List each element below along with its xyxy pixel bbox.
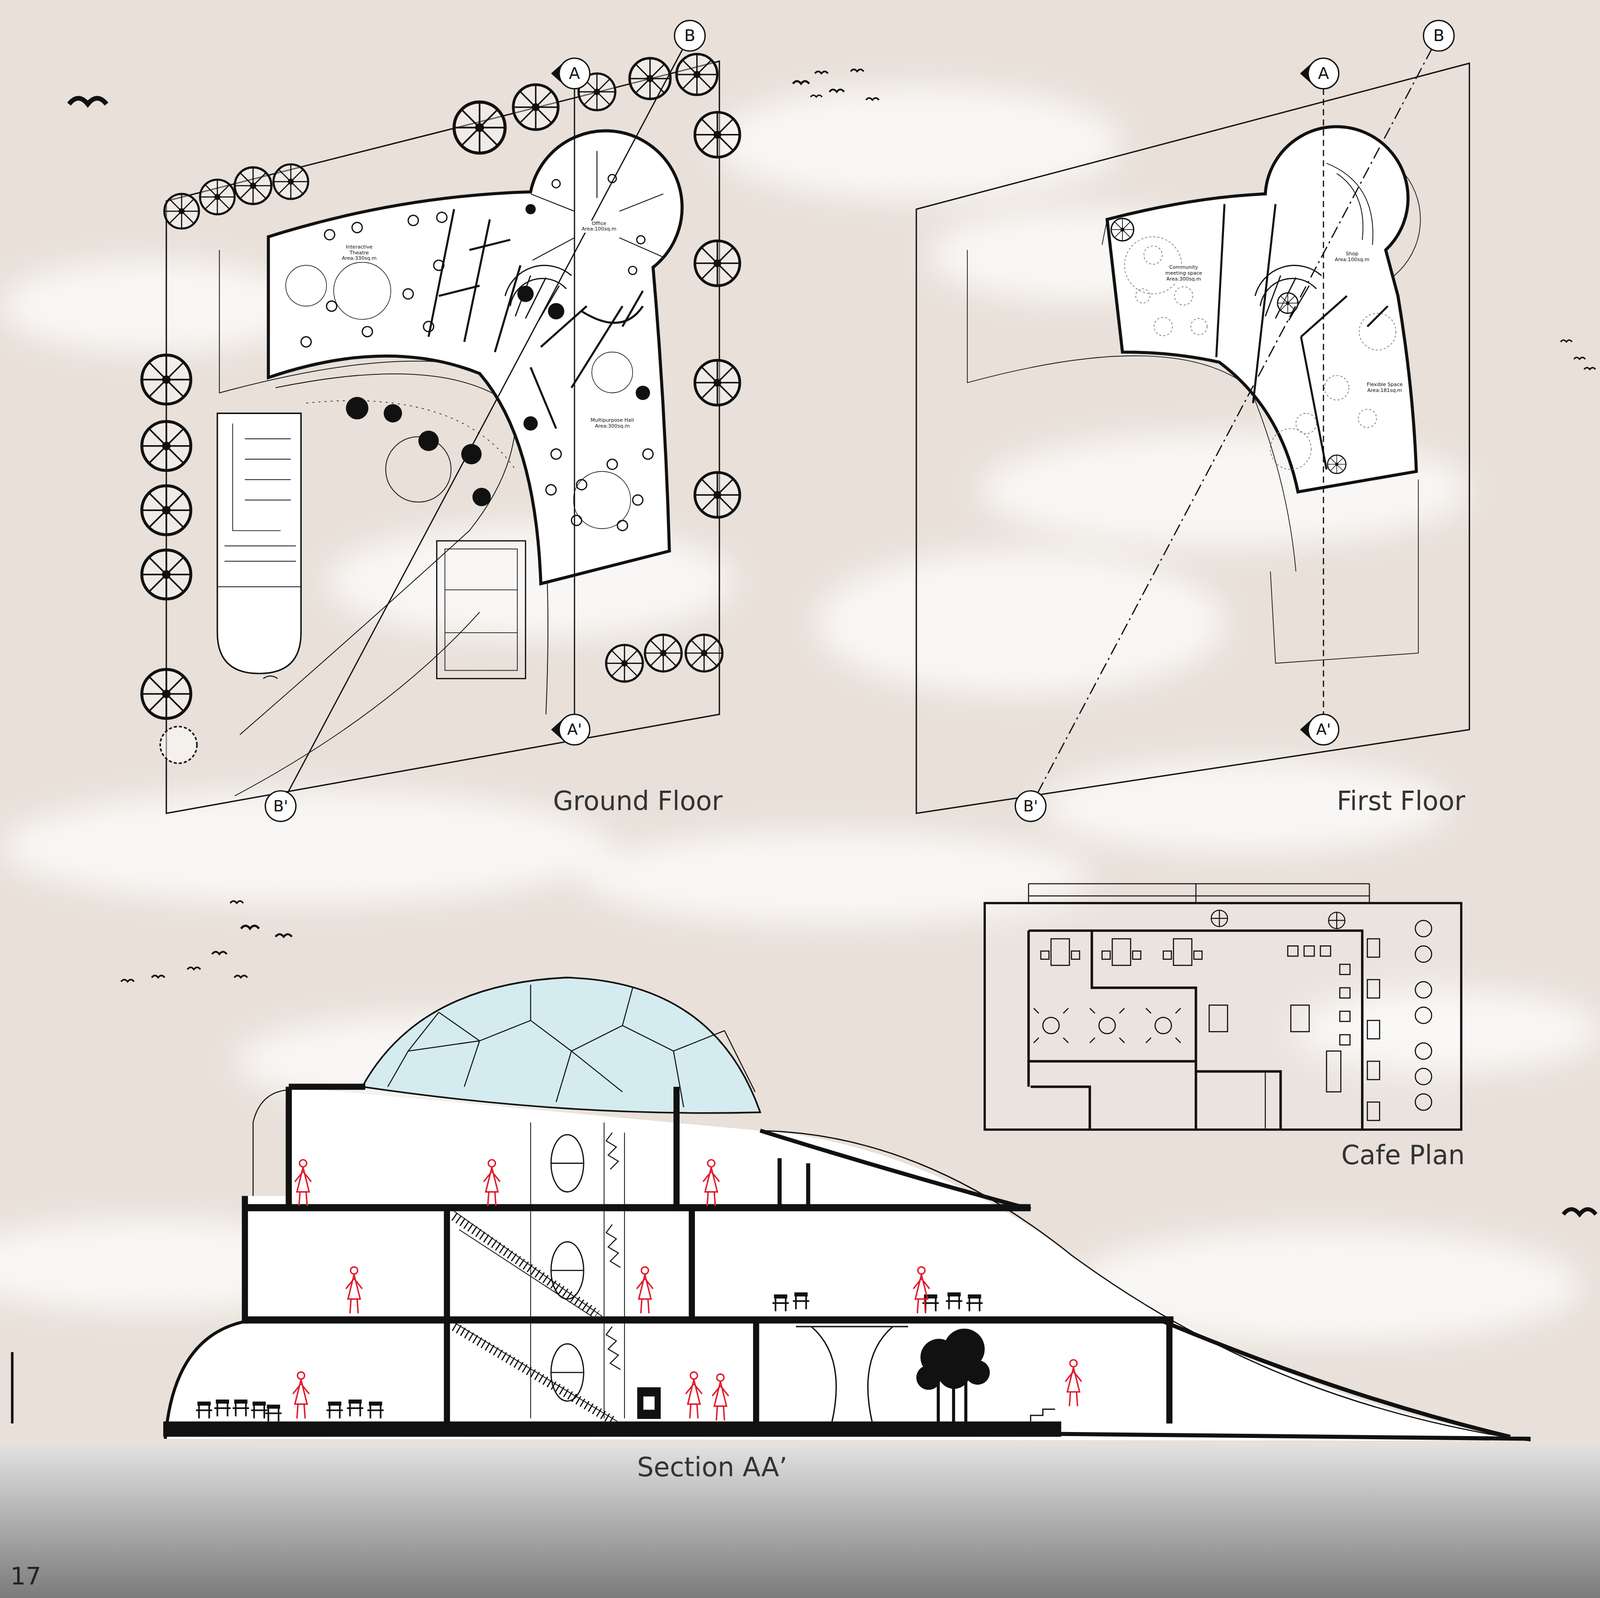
- site-boundary: [166, 61, 720, 814]
- section-marker: A': [567, 720, 583, 739]
- tables: [285, 174, 654, 531]
- footer-band: [0, 1443, 1600, 1598]
- column: [795, 1326, 909, 1424]
- left-shell: [252, 1089, 289, 1196]
- room-label: Multipurpose Hall Area:300sq.m: [586, 417, 639, 430]
- building-outline: [268, 130, 682, 584]
- section-marker: A: [569, 64, 581, 83]
- furniture: [195, 1292, 983, 1422]
- section-marker: B: [1433, 26, 1445, 45]
- stairs: [454, 1216, 613, 1421]
- room-label: Shop Area:100sq.m: [1330, 250, 1374, 263]
- roof-thick: [760, 1130, 1531, 1439]
- landscape-shrubs: [345, 203, 650, 506]
- dome-frame: [387, 984, 756, 1107]
- building-outline: [1107, 126, 1417, 492]
- site-boundary: [916, 63, 1470, 814]
- section-marker: B': [1023, 797, 1039, 815]
- plaza: [385, 436, 451, 502]
- trees: [142, 54, 741, 764]
- stair-stringers: [454, 1211, 618, 1422]
- hanging-plants: [606, 1132, 621, 1370]
- section-line-a: [574, 88, 576, 715]
- section-marker: A: [1317, 64, 1329, 83]
- plan-title: Ground Floor: [552, 786, 723, 817]
- interior-walls: [428, 209, 643, 429]
- stair: [505, 265, 572, 321]
- tower-spokes: [530, 151, 664, 261]
- cafe-plan: [984, 883, 1462, 1130]
- court: [436, 540, 526, 679]
- room-label: Office Area:100sq.m: [577, 220, 621, 233]
- slabs-and-walls: [163, 1083, 1174, 1437]
- planters: [1111, 218, 1346, 474]
- cafe-plants: [1211, 910, 1345, 929]
- base-curve: [165, 1321, 245, 1439]
- room-label: Flexible Space Area:181sq.m: [1363, 381, 1407, 394]
- dome: [362, 977, 760, 1113]
- scale-mark: [10, 1351, 14, 1424]
- section-line-a: [1322, 88, 1325, 715]
- section-line-b: [287, 48, 683, 794]
- section-marker: B': [273, 797, 289, 815]
- room-label: Community meeting space Area:300sq.m: [1158, 264, 1210, 283]
- ground-floor-plan: [142, 48, 741, 814]
- cafe-building: [217, 413, 302, 679]
- oval-openings: [551, 1134, 584, 1402]
- building-fill: [165, 1086, 1532, 1441]
- birds: [68, 69, 1596, 1214]
- cafe-tables: [1033, 920, 1432, 1121]
- section-markers: [265, 20, 1454, 822]
- walkway-arc: [306, 400, 516, 469]
- section-title: Section AA’: [637, 1452, 788, 1483]
- stair: [1255, 265, 1322, 321]
- first-floor-plan: [916, 48, 1470, 814]
- section-aa: [163, 977, 1531, 1441]
- lightwell-lines: [530, 1122, 625, 1419]
- section-marker: B: [684, 26, 696, 45]
- steps: [1030, 1408, 1055, 1421]
- tables: [1124, 236, 1397, 470]
- room-label: Interactive Theatre Area:330sq.m: [335, 243, 383, 263]
- people: [292, 1159, 1082, 1421]
- section-marker: A': [1315, 720, 1331, 739]
- section-line-b: [1037, 48, 1432, 794]
- page-number: 17: [10, 1562, 42, 1591]
- interior-walls: [1216, 203, 1388, 469]
- roof-curve: [760, 1130, 1531, 1441]
- plan-title: First Floor: [1336, 786, 1466, 817]
- shop-curves: [1326, 163, 1374, 245]
- plan-title: Cafe Plan: [1341, 1140, 1465, 1171]
- section-tree: [916, 1328, 990, 1424]
